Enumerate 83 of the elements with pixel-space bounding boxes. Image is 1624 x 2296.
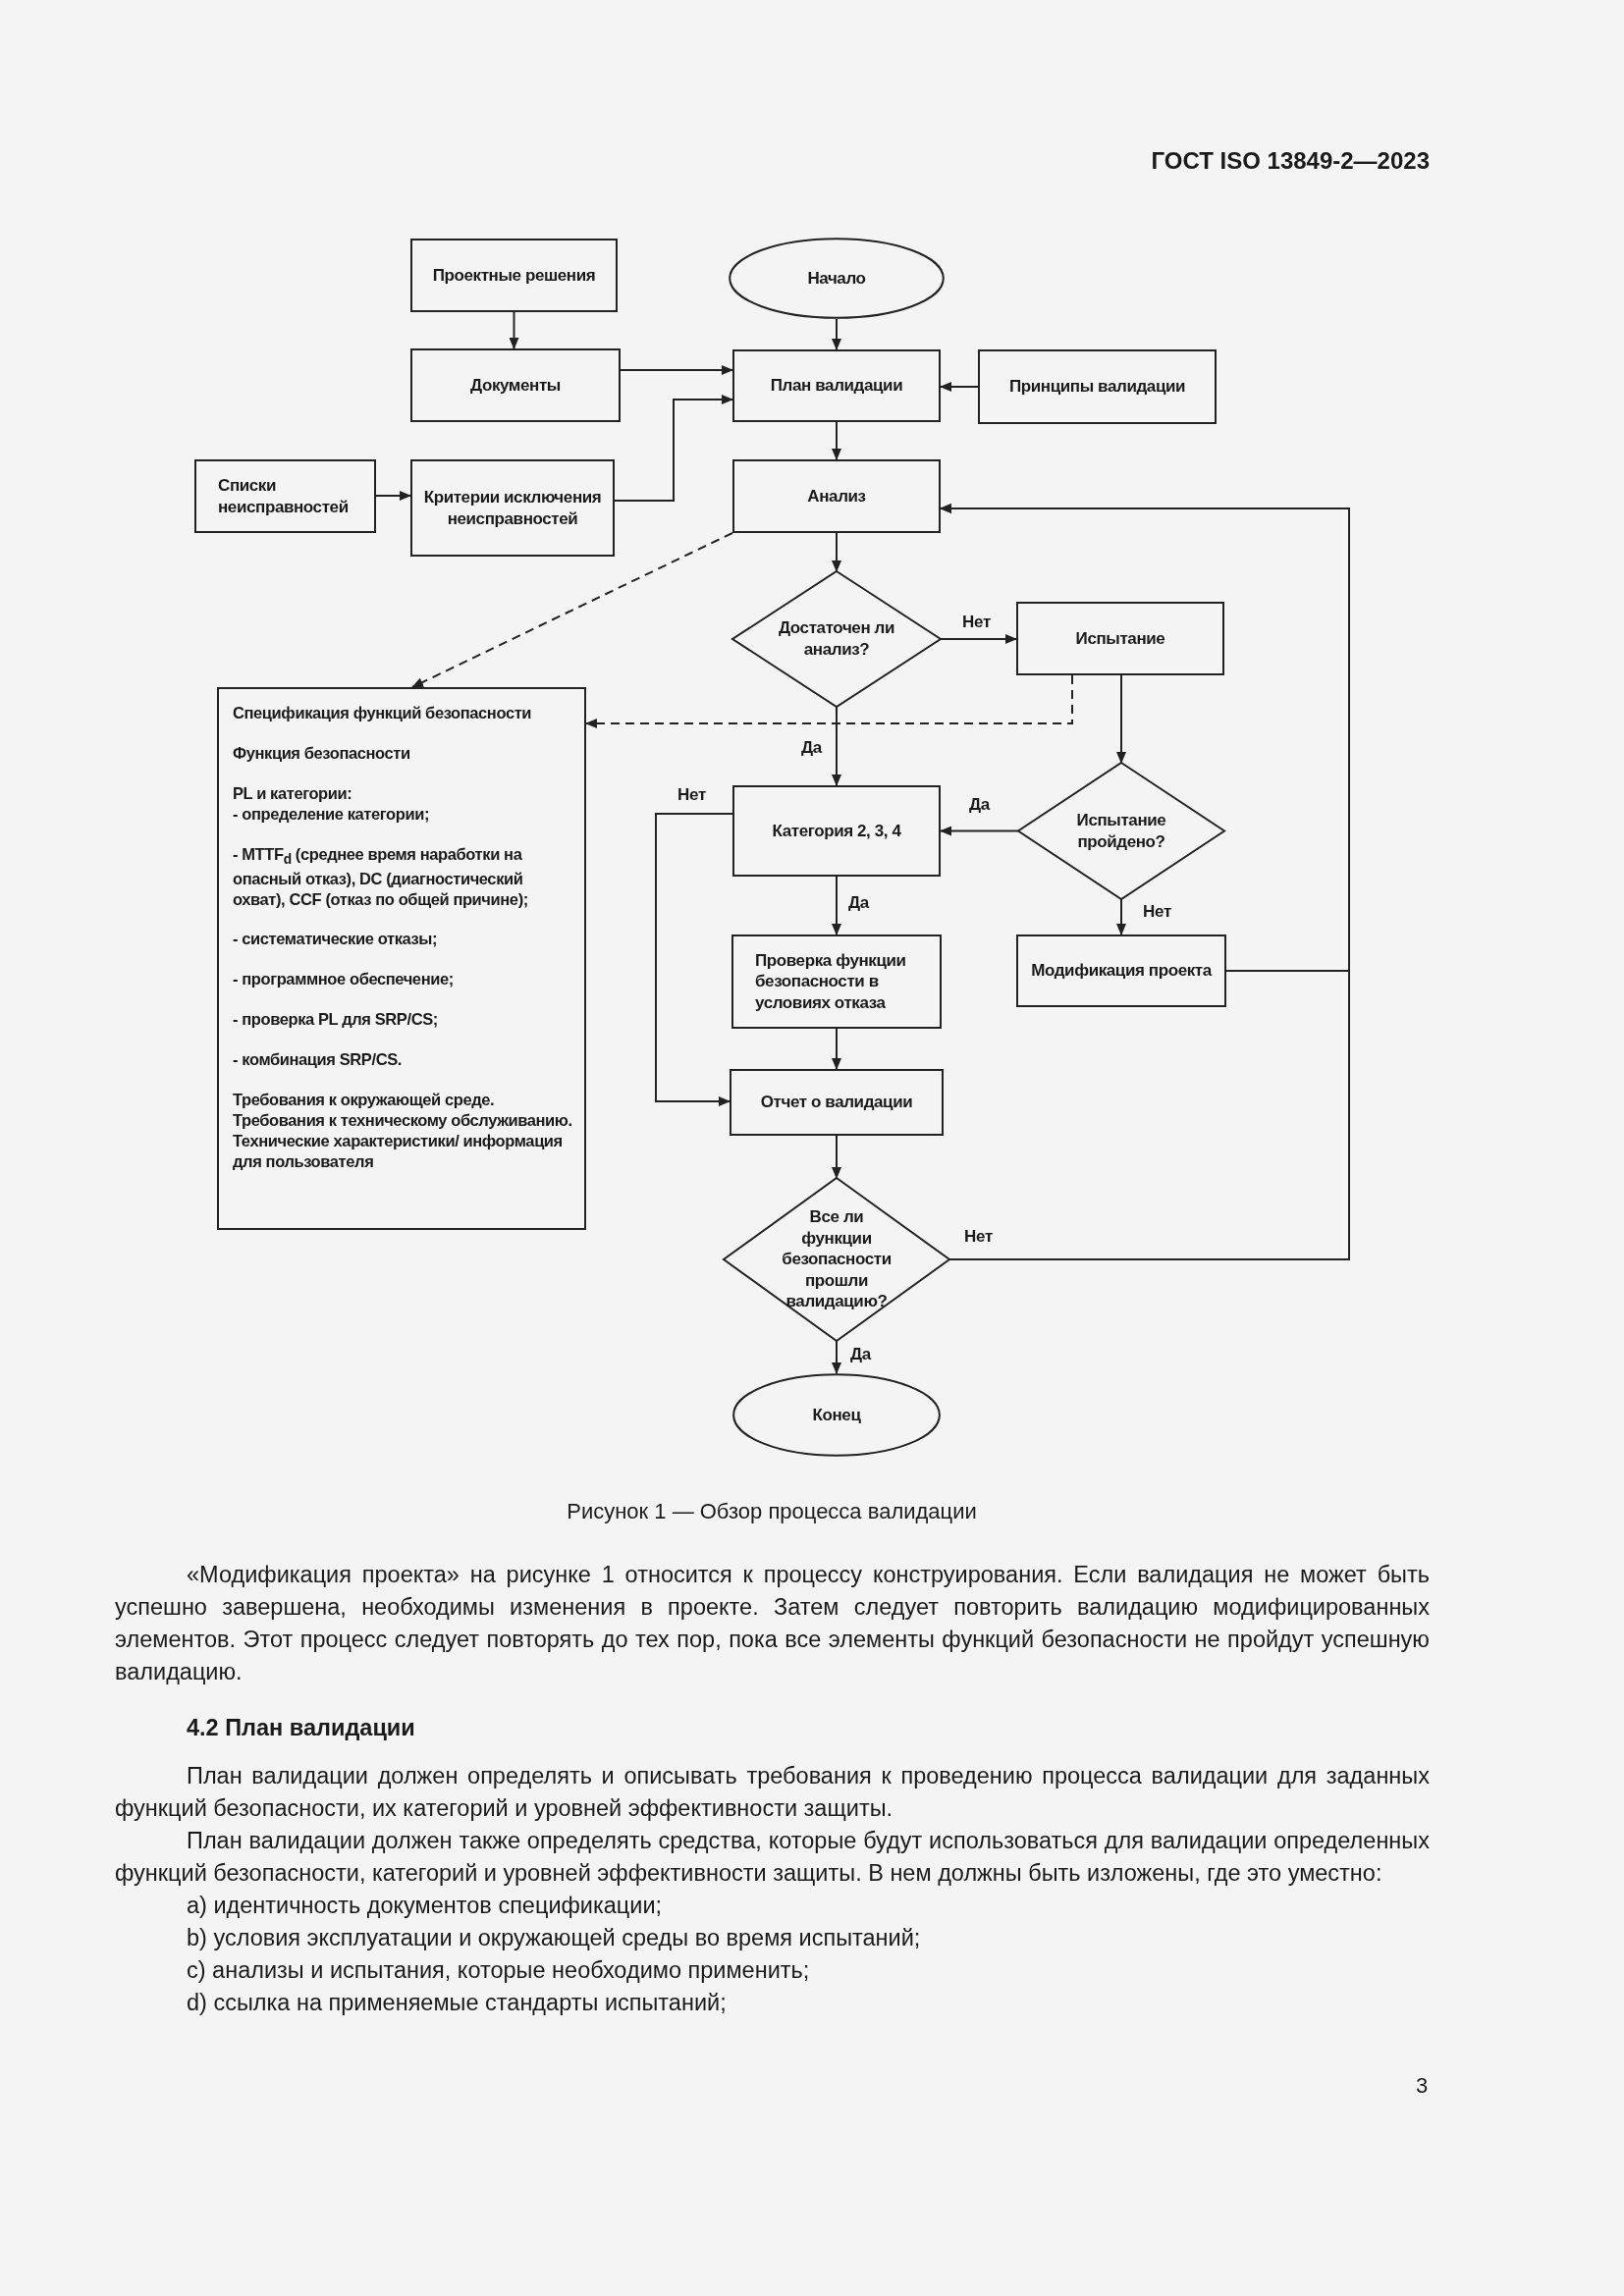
arrow [832,876,841,935]
specification-text: - определение категории; [233,803,430,825]
specification-text: Спецификация функций безопасности [233,703,532,723]
node-label: План валидации [770,375,903,397]
specification-text: PL и категории: [233,782,352,804]
node-label: Модификация проекта [1031,960,1212,982]
process-box [732,785,941,877]
list-item: b) условия эксплуатации и окружающей среды во время испытаний; [186,1924,922,1952]
document-header: ГОСТ ISO 13849-2—2023 [1151,147,1430,175]
paragraph: «Модификация проекта» на рисунке 1 относится к процессу конструирования. Если валидация не может быть успешно завершена, необходимы изменения в проекте. Затем следует повторить валидацию модифицированных элементов. Этот процесс следует повторять до тех пор, пока все элементы функций безопасности не пройдут успешную валидацию. [115,1561,1430,1686]
arrow [940,826,1019,836]
specification-text: - комбинация SRP/CS. [233,1049,402,1071]
arrow [375,491,411,501]
figure-caption: Рисунок 1 — Обзор процесса валидации [566,1499,978,1524]
arrow [509,311,519,349]
arrow [614,395,733,502]
node-label: Начало [807,267,866,290]
node-label: Испытание [1075,627,1165,650]
terminal-ellipse [728,238,946,319]
list-item: a) идентичность документов спецификации; [186,1892,664,1920]
process-box [410,239,618,312]
terminal-ellipse [731,1373,942,1457]
edge-label: Да [848,1345,873,1364]
edge-label: Да [799,738,824,758]
decision-diamond [732,571,941,707]
dashed-arrow [411,532,733,688]
node-label: Проектные решения [432,264,596,287]
decision-diamond [724,1178,949,1341]
arrow [1116,674,1126,764]
arrow [832,318,841,350]
specification-text: - программное обеспечение; [233,969,454,990]
node-label: Принципы валидации [1008,376,1186,398]
arrow [832,1340,841,1374]
process-box [730,1069,944,1136]
specification-text: - проверка PL для SRP/CS; [233,1009,438,1031]
specification-text: Технические характеристики/ информация для пользователя [233,1131,564,1173]
arrow [832,706,841,786]
process-box [410,348,621,422]
process-box [731,934,942,1029]
arrow [620,365,733,375]
arrow [832,421,841,460]
specification-text: - MTTF$_{d}$ (среднее время наработки на опасный отказ), DC (диагностический охват), CCF (отказ по общей причине); [233,843,529,910]
process-box [1016,934,1226,1007]
dashed-arrow [585,674,1073,728]
paragraph: План валидации должен определять и описывать требования к проведению процесса валидации для заданных функций безопасности, их категорий и уровней эффективности защиты. [115,1762,1430,1823]
process-box [732,459,941,533]
list-item: c) анализы и испытания, которые необходимо применить; [186,1956,811,1985]
specification-text: Требования к техническому обслуживанию. [233,1110,572,1132]
arrow [655,813,733,1106]
specification-box [217,687,586,1230]
arrow [940,382,979,392]
node-label: Документы [470,374,561,397]
specification-text: - систематические отказы; [233,929,438,950]
process-box [732,349,941,422]
process-box [1016,602,1224,675]
process-box [410,459,615,557]
process-box [978,349,1217,424]
node-label: Все ли функции безопасности прошли валидацию? [781,1206,893,1312]
node-label: Проверка функции безопасности в условиях отказа [755,949,907,1014]
edge-label: Да [967,795,992,815]
node-label: Испытание пройдено? [1075,809,1167,853]
arrow [832,532,841,572]
node-label: Критерии исключения неисправностей [422,486,603,530]
node-label: Конец [812,1404,861,1426]
edge-label: Да [846,893,871,913]
node-label: Списки неисправностей [218,474,350,518]
page-number: 3 [1416,2073,1429,2099]
arrow [832,1028,841,1070]
node-label: Категория 2, 3, 4 [772,820,901,842]
arrow [1116,898,1126,935]
section-heading: 4.2 План валидации [186,1714,416,1742]
specification-text: Требования к окружающей среде. [233,1090,495,1111]
decision-diamond [1018,763,1224,899]
process-box [194,459,376,533]
list-item: d) ссылка на применяемые стандарты испытаний; [186,1989,728,2017]
specification-text: Функция безопасности [233,742,410,764]
node-label: Достаточен ли анализ? [777,617,896,661]
arrow [940,504,1350,1260]
arrow [940,634,1017,644]
node-label: Отчет о валидации [760,1092,913,1113]
node-label: Анализ [807,485,866,507]
paragraph: План валидации должен также определять средства, которые будут использоваться для валидации определенных функций безопасности, категорий и уровней эффективности защиты. В нем должны быть изложены, где это уместно: [115,1827,1430,1888]
arrow [832,1135,841,1179]
